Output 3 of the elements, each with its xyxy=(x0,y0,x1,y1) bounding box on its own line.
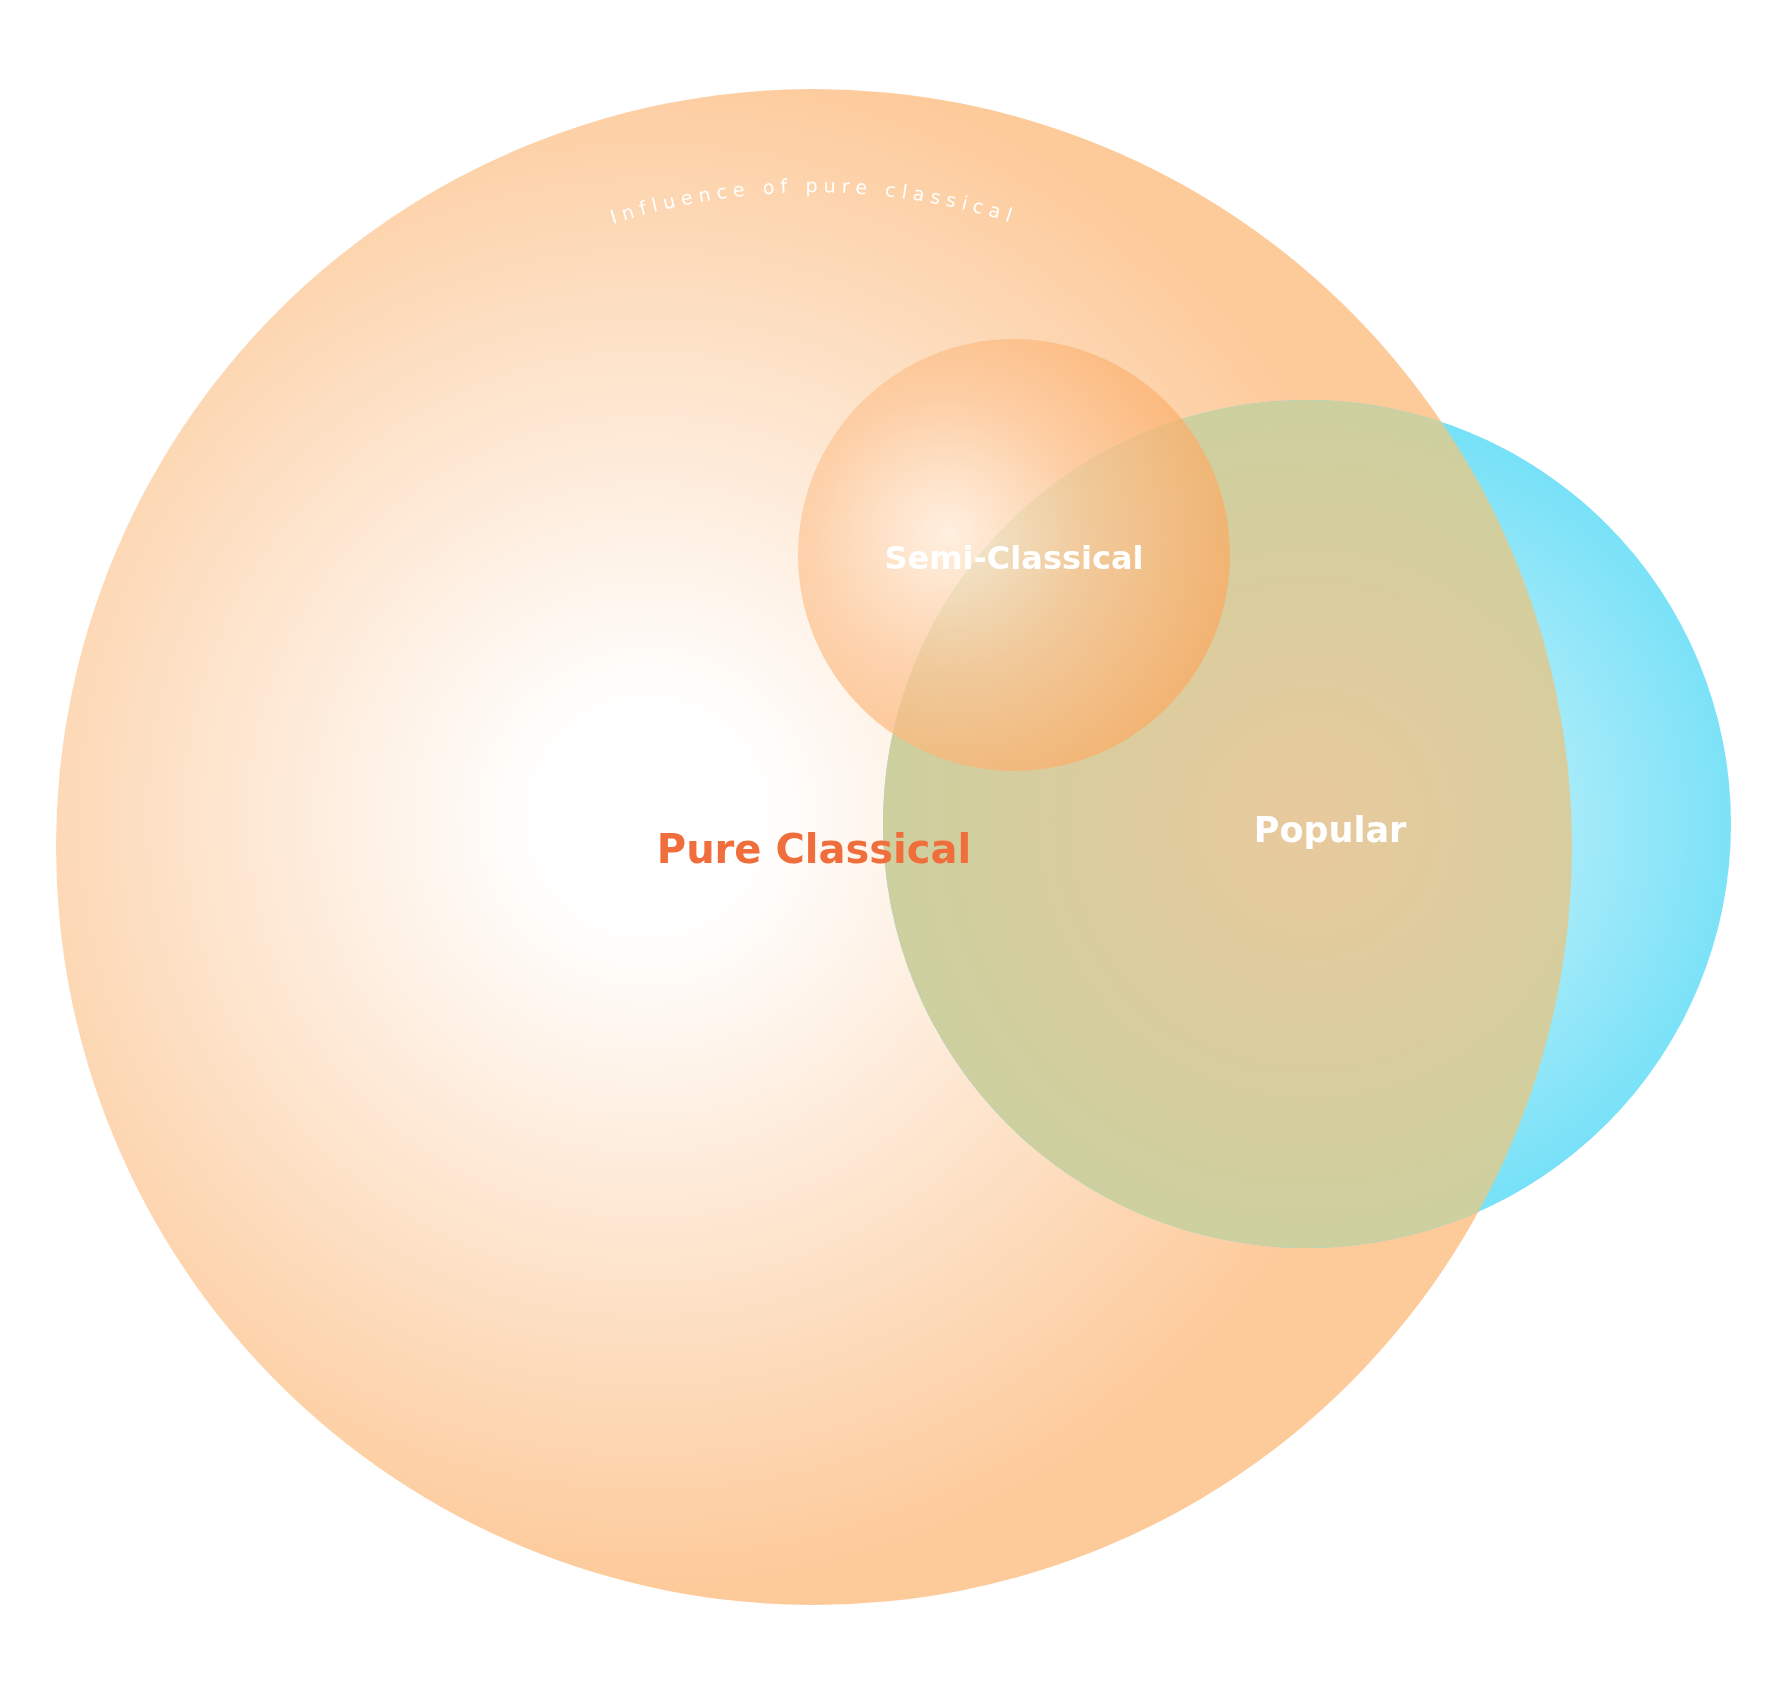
circle-label: Popular xyxy=(1253,810,1407,850)
circle-label: Pure Classical xyxy=(656,826,972,872)
venn-circle xyxy=(798,339,1230,771)
